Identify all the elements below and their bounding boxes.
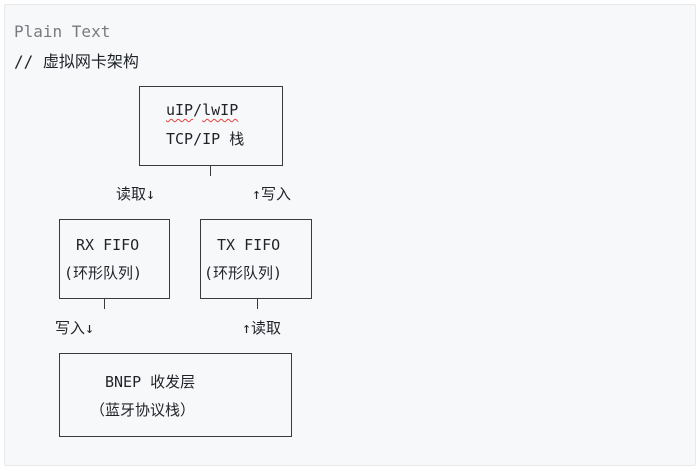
read-down-label: 读取↓	[116, 185, 156, 203]
tcpip-stack-box	[139, 86, 283, 166]
uip-word: uIP	[166, 101, 194, 119]
bnep-label: BNEP 收发层	[105, 373, 196, 391]
slash: /	[193, 101, 203, 119]
tcpip-stack-line1: uIP/lwIP	[166, 101, 238, 119]
lwip-word: lwIP	[202, 101, 239, 119]
code-language-label: Plain Text	[14, 22, 111, 41]
top-connector	[210, 166, 211, 176]
tx-fifo-label: TX FIFO	[217, 236, 281, 254]
read-up-label: ↑读取	[242, 319, 282, 337]
rx-fifo-box	[59, 219, 170, 299]
tx-fifo-box	[200, 219, 312, 299]
rx-fifo-label: RX FIFO	[76, 236, 140, 254]
write-up-label: ↑写入	[252, 185, 292, 203]
rx-fifo-sublabel: (环形队列)	[64, 264, 143, 282]
bnep-box	[59, 353, 292, 437]
code-block	[4, 4, 696, 466]
bnep-sublabel: （蓝牙协议栈）	[90, 401, 196, 419]
tx-connector	[257, 299, 258, 309]
tcpip-stack-line2: TCP/IP 栈	[166, 130, 245, 148]
code-comment: // 虚拟网卡架构	[14, 52, 139, 71]
write-down-label: 写入↓	[55, 319, 95, 337]
tx-fifo-sublabel: (环形队列)	[204, 264, 283, 282]
rx-connector	[104, 299, 105, 309]
